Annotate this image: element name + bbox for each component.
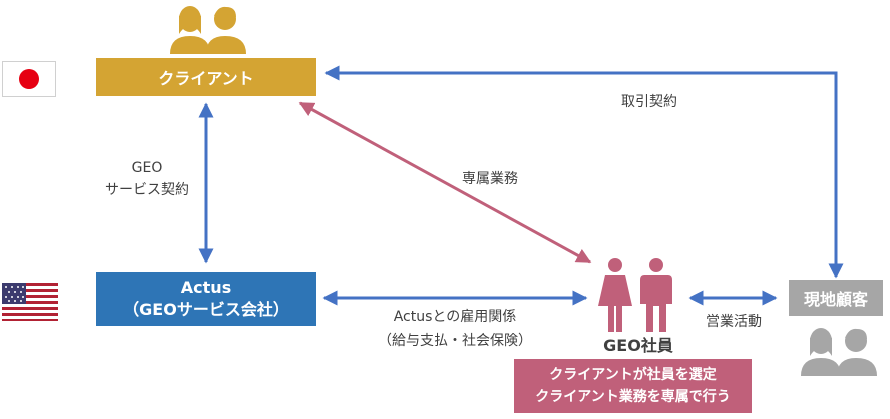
geo-staff-label: GEO社員 (603, 336, 673, 355)
geo-service-contract-label: GEO サービス契約 (105, 160, 189, 198)
client-label: クライアント (158, 69, 254, 88)
japan-flag (2, 61, 56, 97)
usa-flag (2, 283, 58, 321)
sales-activity-label: 営業活動 (706, 314, 762, 330)
actus-sublabel: （GEOサービス会社） (123, 300, 289, 319)
arrow-trade-contract (324, 65, 844, 279)
people-icon (598, 258, 672, 332)
employment-label: Actusとの雇用関係 （給与支払・社会保険） (378, 309, 532, 349)
exclusive-work-label: 専属業務 (462, 171, 518, 187)
people-icon (170, 6, 246, 54)
client-box: クライアント (96, 58, 316, 96)
actus-label: Actus (180, 278, 232, 297)
actus-box: Actus （GEOサービス会社） (96, 272, 316, 326)
trade-contract-label: 取引契約 (621, 94, 677, 110)
local-customer-box: 現地顧客 (789, 280, 883, 316)
people-icon (801, 328, 877, 376)
local-customer-label: 現地顧客 (803, 290, 868, 309)
selection-note-box: クライアントが社員を選定 クライアント業務を専属で行う (514, 359, 752, 413)
arrow-exclusive-work (298, 101, 592, 264)
